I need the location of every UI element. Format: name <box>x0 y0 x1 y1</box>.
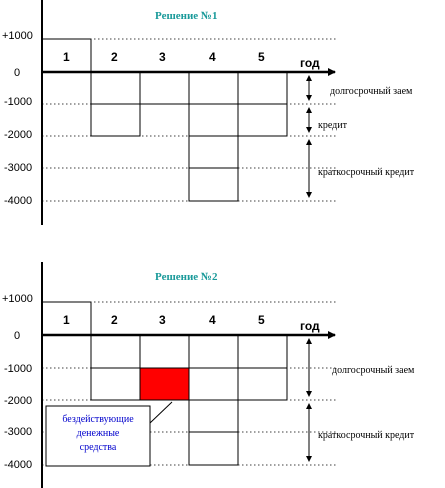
box-year-2 <box>90 103 141 137</box>
box-year-3 <box>139 71 190 105</box>
idle-funds-note: бездействующие денежные средства <box>62 414 134 453</box>
y-tick-label: -3000 <box>4 426 32 438</box>
y-tick-label: +1000 <box>2 293 33 305</box>
column-label: 4 <box>209 50 216 64</box>
column-label: 1 <box>63 313 70 327</box>
box-year-5 <box>237 367 288 401</box>
box-year-2 <box>90 71 141 105</box>
column-label: 5 <box>258 313 265 327</box>
y-tick-label: +1000 <box>2 30 33 42</box>
column-label: 1 <box>63 50 70 64</box>
y-tick-label: 0 <box>14 67 20 79</box>
box-year-4 <box>188 367 239 401</box>
side-labels: долгосрочный заем краткосрочный кредит <box>318 365 415 441</box>
y-tick-label: -1000 <box>4 363 32 375</box>
column-label: 5 <box>258 50 265 64</box>
axis-label-year: год <box>300 319 320 333</box>
box-year-4 <box>188 135 239 169</box>
box-year-4 <box>188 103 239 137</box>
side-label-credit: кредит <box>318 120 348 131</box>
side-label-long-term-loan: долгосрочный заем <box>330 86 413 97</box>
side-label-long-term-loan: долгосрочный заем <box>332 365 415 376</box>
y-tick-label: 0 <box>14 330 20 342</box>
y-tick-labels: +1000 0 -1000 -2000 -3000 -4000 <box>2 293 33 471</box>
panel-solution-1: Решение №1 +1000 0 -1000 -2000 -3000 -40… <box>2 0 415 225</box>
note-line: денежные <box>77 428 120 439</box>
box-year-5 <box>237 334 288 369</box>
column-labels: 1 2 3 4 5 <box>63 313 265 327</box>
box-year-4 <box>188 399 239 433</box>
box-year-4 <box>188 431 239 466</box>
box-year-5 <box>237 71 288 105</box>
column-label: 2 <box>111 50 118 64</box>
y-tick-label: -1000 <box>4 96 32 108</box>
axis-label-year: год <box>300 56 320 70</box>
column-labels: 1 2 3 4 5 <box>63 50 265 64</box>
box-year-3 <box>139 334 190 369</box>
box-year-4 <box>188 71 239 105</box>
y-tick-label: -4000 <box>4 195 32 207</box>
column-label: 4 <box>209 313 216 327</box>
side-labels: долгосрочный заем кредит краткосрочный к… <box>318 86 415 178</box>
column-label: 2 <box>111 313 118 327</box>
panel-solution-2: Решение №2 +1000 0 -1000 -2000 -3000 -40… <box>2 262 415 488</box>
note-pointer-line <box>149 401 173 424</box>
box-year-2 <box>90 367 141 401</box>
side-label-short-term-credit: краткосрочный кредит <box>318 167 415 178</box>
note-line: бездействующие <box>62 414 134 425</box>
panel-title: Решение №2 <box>155 271 218 283</box>
panel-title: Решение №1 <box>155 10 218 22</box>
box-year-4 <box>188 167 239 202</box>
side-label-short-term-credit: краткосрочный кредит <box>318 430 415 441</box>
column-label: 3 <box>159 50 166 64</box>
box-year-4 <box>188 334 239 369</box>
idle-funds-note-box <box>45 405 151 467</box>
box-year-5 <box>237 103 288 137</box>
grid-lines <box>42 38 338 202</box>
y-tick-label: -2000 <box>4 395 32 407</box>
column-label: 3 <box>159 313 166 327</box>
note-line: средства <box>80 442 117 453</box>
y-tick-label: -4000 <box>4 459 32 471</box>
box-year-2 <box>90 334 141 369</box>
y-tick-label: -3000 <box>4 162 32 174</box>
y-tick-labels: +1000 0 -1000 -2000 -3000 -4000 <box>2 30 33 207</box>
idle-funds-highlight <box>139 367 190 401</box>
y-tick-label: -2000 <box>4 129 32 141</box>
